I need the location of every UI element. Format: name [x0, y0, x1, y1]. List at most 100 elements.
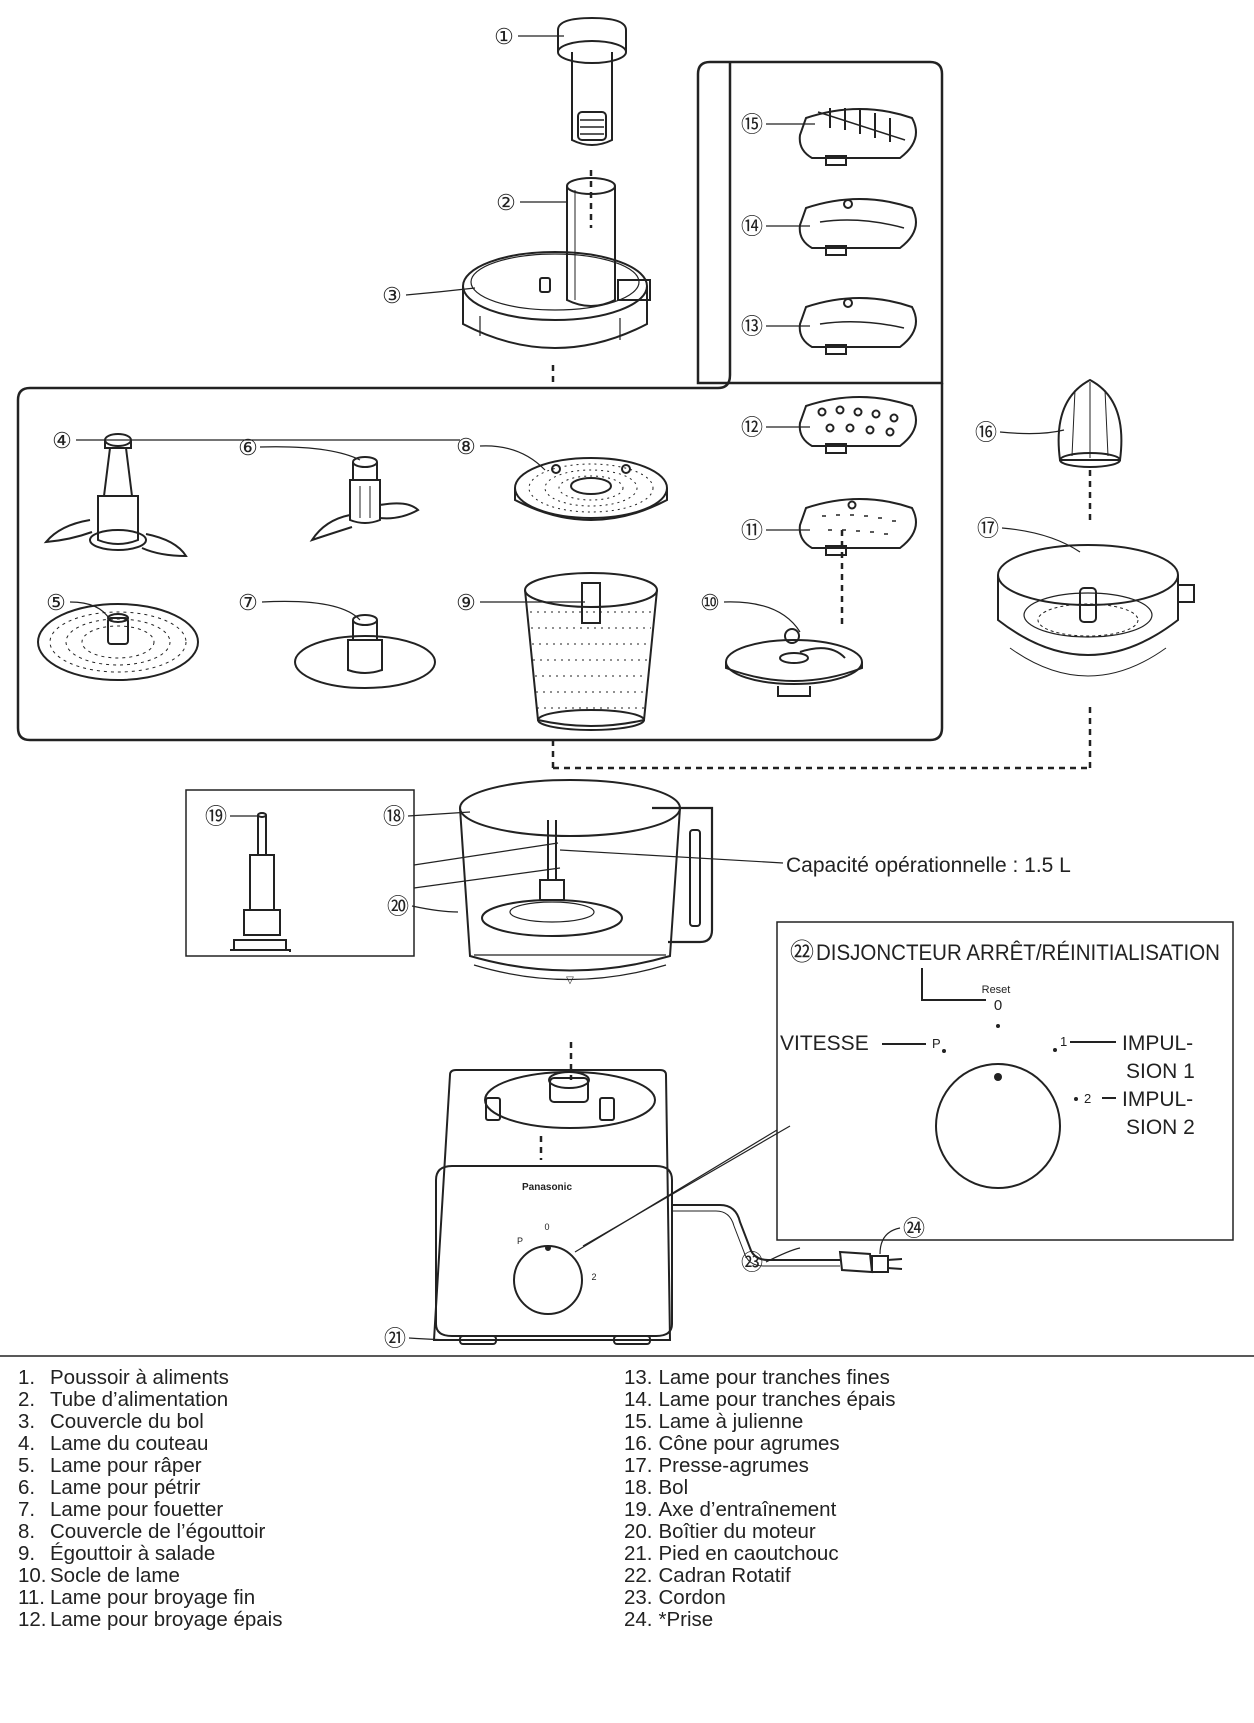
dial-speed-label: VITESSE [780, 1032, 869, 1055]
legend-item-label: Égouttoir à salade [50, 1542, 216, 1565]
legend-item-number: 12. [18, 1608, 47, 1631]
callout-9: ⑨ [456, 590, 476, 615]
legend-item-label: Cône pour agrumes [658, 1432, 840, 1455]
legend-item-number: 2. [18, 1388, 36, 1411]
parts-legend-right: 13.Lame pour tranches fines 14.Lame pour… [624, 1367, 896, 1631]
legend-item-number: 18. [624, 1476, 653, 1499]
dial-inset: ㉒ DISJONCTEUR ARRÊT/RÉINITIALISATION Res… [780, 939, 1220, 1189]
callout-numbers: ① ② ③ ④ ⑤ ⑥ ⑦ ⑧ ⑨ ⑩ ⑪ ⑫ ⑬ ⑭ ⑮ ⑯ ⑰ ⑱ ⑲ ⑳ … [46, 24, 999, 1351]
callout-4: ④ [52, 428, 72, 453]
power-cord [672, 1204, 903, 1274]
assembly-guides [539, 170, 1092, 1160]
legend-item-number: 17. [624, 1454, 653, 1477]
legend-item-number: 6. [18, 1476, 36, 1499]
dial-pulse1-line2: SION 1 [1126, 1060, 1195, 1083]
legend-item-label: *Prise [658, 1608, 714, 1631]
blade-base [725, 628, 863, 697]
legend-item-number: 3. [18, 1410, 36, 1433]
legend-item-label: Presse-agrumes [658, 1454, 809, 1477]
bowl: ▽ [459, 779, 714, 986]
legend-item: 1. Poussoir à aliments [18, 1367, 283, 1389]
legend-item-label: Lame du couteau [50, 1432, 209, 1455]
callout-8: ⑧ [456, 434, 476, 459]
legend-item: 11.Lame pour broyage fin [18, 1587, 283, 1609]
bowl-lid [462, 177, 651, 349]
legend-item-number: 21. [624, 1542, 653, 1565]
legend-item-label: Lame pour tranches épais [658, 1388, 896, 1411]
dial-one-label: 1 [1060, 1034, 1067, 1049]
callout-14: ⑭ [741, 214, 763, 239]
legend-item-number: 23. [624, 1586, 653, 1609]
callout-20: ⑳ [387, 894, 409, 919]
legend-item-number: 13. [624, 1366, 653, 1389]
legend-item-number: 9. [18, 1542, 36, 1565]
legend-item-number: 7. [18, 1498, 36, 1521]
legend-item: 21.Pied en caoutchouc [624, 1543, 896, 1565]
kneading-blade [309, 456, 420, 542]
salad-spinner [524, 572, 658, 731]
legend-item-number: 11. [18, 1586, 45, 1609]
callout-7: ⑦ [238, 590, 258, 615]
legend-item-label: Poussoir à aliments [50, 1366, 229, 1389]
callout-21: ㉑ [384, 1326, 406, 1351]
legend-item: 18.Bol [624, 1477, 896, 1499]
dial-p-label: P [932, 1036, 941, 1051]
dial-reset-label: Reset [982, 984, 1011, 996]
legend-item-number: 16. [624, 1432, 653, 1455]
grating-disc [37, 603, 199, 681]
legend-item-number: 1. [18, 1366, 36, 1389]
callout-16: ⑯ [975, 420, 997, 445]
legend-item: 13.Lame pour tranches fines [624, 1367, 896, 1389]
knife-blade [43, 433, 188, 558]
legend-item: 22.Cadran Rotatif [624, 1565, 896, 1587]
base-brand: Panasonic [522, 1182, 572, 1193]
base-knob-p: P [517, 1236, 523, 1246]
callout-24: ㉔ [903, 1216, 925, 1241]
base-knob-zero: 0 [544, 1222, 549, 1232]
whisking-blade [294, 614, 436, 689]
callout-leaders [69, 35, 1081, 1341]
legend-item-label: Socle de lame [50, 1564, 180, 1587]
drive-shaft-frame [185, 789, 415, 957]
legend-item-label: Lame pour râper [50, 1454, 202, 1477]
legend-item: 17.Presse-agrumes [624, 1455, 896, 1477]
legend-item: 23.Cordon [624, 1587, 896, 1609]
dial-title: DISJONCTEUR ARRÊT/RÉINITIALISATION [816, 940, 1220, 965]
dial-pointer-lines [574, 1125, 791, 1253]
callout-5: ⑤ [46, 590, 66, 615]
capacity-label: Capacité opérationnelle : 1.5 L [786, 854, 1071, 877]
food-pusher [557, 16, 627, 146]
callout-23: ㉓ [741, 1250, 763, 1275]
legend-item-label: Lame pour broyage fin [50, 1586, 256, 1609]
legend-item-number: 22. [624, 1564, 653, 1587]
legend-item: 7.Lame pour fouetter [18, 1499, 283, 1521]
legend-item: 5.Lame pour râper [18, 1455, 283, 1477]
legend-item: 24.*Prise [624, 1609, 896, 1631]
legend-item-number: 14. [624, 1388, 653, 1411]
legend-item-label: Lame à julienne [658, 1410, 804, 1433]
legend-item-label: Lame pour pétrir [50, 1476, 201, 1499]
legend-item: 16.Cône pour agrumes [624, 1433, 896, 1455]
motor-base: Panasonic 0 P 2 [432, 1069, 673, 1345]
legend-item-label: Cadran Rotatif [658, 1564, 791, 1587]
legend-item-number: 8. [18, 1520, 36, 1543]
legend-item-label: Axe d’entraînement [658, 1498, 837, 1521]
legend-item: 15.Lame à julienne [624, 1411, 896, 1433]
legend-item-number: 10. [18, 1564, 47, 1587]
legend-item: 10.Socle de lame [18, 1565, 283, 1587]
capacity-pointer-line [559, 849, 784, 864]
callout-6: ⑥ [238, 435, 258, 460]
callout-19: ⑲ [205, 804, 227, 829]
citrus-cone [1057, 378, 1123, 468]
legend-item-label: Lame pour broyage épais [50, 1608, 283, 1631]
dial-pulse2-line1: IMPUL- [1122, 1088, 1193, 1111]
dial-title-number: ㉒ [790, 939, 814, 966]
legend-item-label: Pied en caoutchouc [658, 1542, 839, 1565]
legend-item-number: 19. [624, 1498, 653, 1521]
callout-3: ③ [382, 283, 402, 308]
callout-18: ⑱ [383, 804, 405, 829]
callout-15: ⑮ [741, 112, 763, 137]
legend-item-label: Couvercle du bol [50, 1410, 204, 1433]
dial-zero-label: 0 [994, 997, 1002, 1014]
blades-frame [696, 60, 944, 385]
